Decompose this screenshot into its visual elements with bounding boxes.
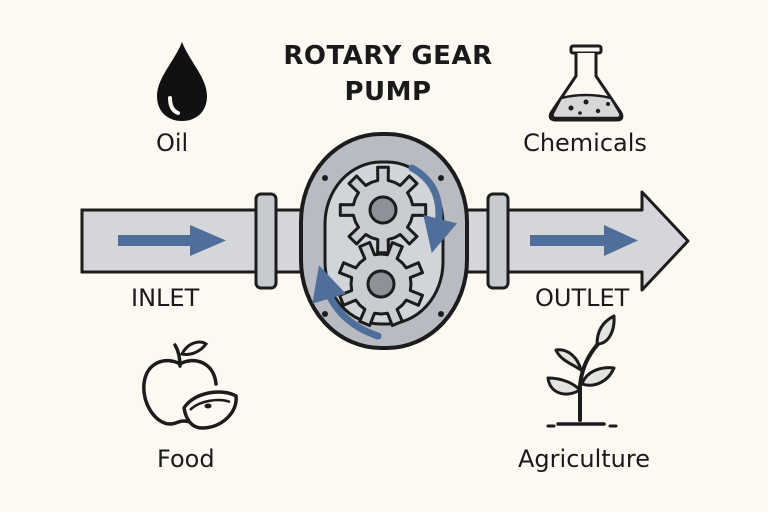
apple-icon <box>142 340 238 430</box>
chemicals-label: Chemicals <box>523 129 647 157</box>
food-label: Food <box>157 445 215 473</box>
rotation-arrow-top <box>408 164 458 253</box>
oil-drop-icon <box>157 42 207 121</box>
bolt <box>322 175 328 181</box>
diagram-title: ROTARY GEAR PUMP <box>0 38 768 110</box>
rotation-arrow-bottom <box>312 265 382 340</box>
bolt <box>438 175 444 181</box>
upper-gear-hub <box>368 195 398 225</box>
outlet-flange <box>486 192 510 290</box>
bolt <box>438 311 444 317</box>
flask-icon <box>548 44 624 122</box>
lower-gear-hub <box>366 269 396 299</box>
title-line-1: ROTARY GEAR <box>283 41 493 71</box>
inlet-label: INLET <box>131 284 200 312</box>
plant-sprout-icon <box>546 314 618 428</box>
inlet-flow-arrow <box>118 225 226 256</box>
title-line-2: PUMP <box>344 77 432 107</box>
outlet-label: OUTLET <box>535 284 630 312</box>
outlet-flow-arrow <box>530 225 638 256</box>
inlet-flange <box>254 192 278 290</box>
bolt <box>322 311 328 317</box>
agriculture-label: Agriculture <box>518 445 650 473</box>
oil-label: Oil <box>156 129 189 157</box>
